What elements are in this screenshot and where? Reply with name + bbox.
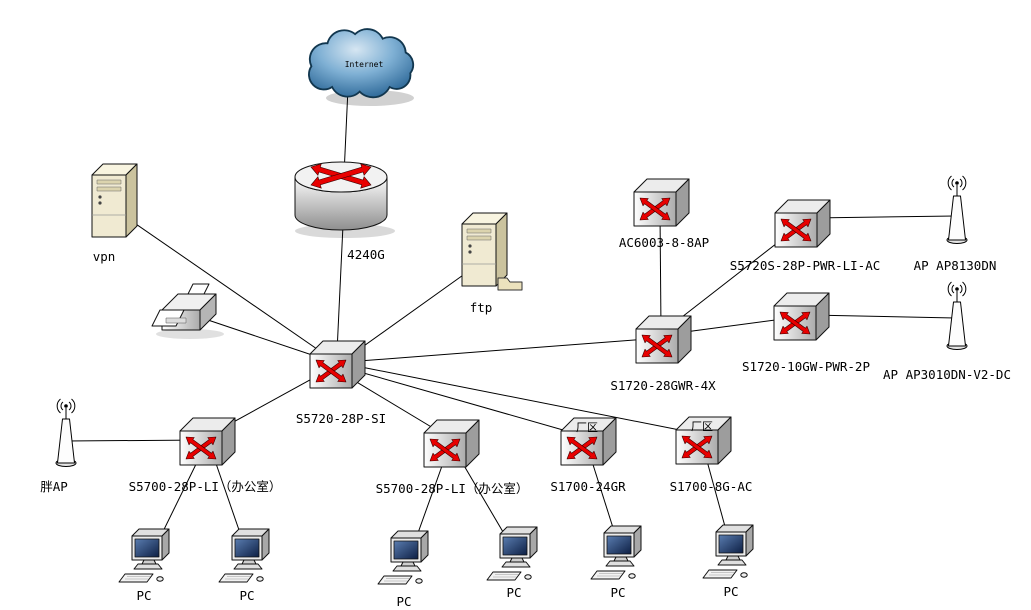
- node-pc4[interactable]: [486, 526, 538, 581]
- link-core-switch-s1720-28gwr-4x[interactable]: [345, 337, 661, 363]
- pc-icon: [486, 526, 538, 581]
- node-ftp-server[interactable]: [461, 212, 523, 291]
- wireless-ap-icon: [946, 175, 968, 244]
- link-ftp-server-core-switch[interactable]: [346, 267, 474, 359]
- node-s1700-8g-ac[interactable]: [675, 416, 732, 465]
- label-pc5: PC: [610, 585, 625, 600]
- label-pc6: PC: [723, 584, 738, 599]
- label-office-switch-1: S5700-28P-LI（办公室）: [129, 479, 282, 494]
- pc-icon: [590, 525, 642, 580]
- pc-icon: [702, 524, 754, 579]
- pc-icon: [218, 528, 270, 583]
- node-printer[interactable]: [151, 283, 224, 339]
- node-core-switch[interactable]: [309, 340, 366, 389]
- switch-icon: [774, 199, 831, 248]
- node-internet[interactable]: [308, 28, 415, 106]
- folder-icon: [497, 277, 523, 291]
- wireless-ap-icon: [946, 281, 968, 350]
- label-pc1: PC: [136, 588, 151, 603]
- node-pc3[interactable]: [377, 530, 429, 585]
- label-pc2: PC: [239, 588, 254, 603]
- wireless-ap-icon: [55, 398, 77, 467]
- label-office-switch-2: S5700-28P-LI（办公室）: [376, 481, 529, 496]
- node-pc1[interactable]: [118, 528, 170, 583]
- zone-label: 厂区: [576, 421, 598, 434]
- node-s5720s-28p-pwr-li-ac[interactable]: [774, 199, 831, 248]
- link-core-switch-office-switch-2[interactable]: [339, 371, 449, 438]
- node-office-switch-1[interactable]: [179, 417, 236, 466]
- label-s5720s-28p-pwr-li-ac: S5720S-28P-PWR-LI-AC: [730, 258, 881, 273]
- link-core-switch-s1700-8g-ac[interactable]: [345, 363, 701, 435]
- switch-icon: [560, 417, 617, 466]
- link-router-4240g-core-switch[interactable]: [336, 224, 344, 353]
- label-ftp-server: ftp: [470, 300, 493, 315]
- switch-icon: [309, 340, 366, 389]
- node-vpn-server[interactable]: [91, 163, 138, 238]
- node-pc2[interactable]: [218, 528, 270, 583]
- node-s1700-24gr[interactable]: [560, 417, 617, 466]
- switch-icon: [675, 416, 732, 465]
- link-s1720-10gw-pwr-2p-ap3010dn[interactable]: [809, 314, 956, 319]
- switch-icon: [423, 419, 480, 468]
- server-icon: [91, 163, 138, 238]
- switch-icon: [635, 315, 692, 364]
- device-nodes: Internet 4240G vpn ftp S5720-28P-SI: [40, 28, 1011, 609]
- link-vpn-server-core-switch[interactable]: [119, 212, 331, 359]
- printer-icon: [151, 283, 224, 339]
- label-s1700-8g-ac: S1700-8G-AC: [670, 479, 753, 494]
- link-printer-core-switch[interactable]: [201, 317, 331, 362]
- internet-cloud-icon: [308, 28, 415, 106]
- label-internet: Internet: [345, 60, 384, 69]
- switch-icon: [773, 292, 830, 341]
- label-ac6003-8-8ap: AC6003-8-8AP: [619, 235, 709, 250]
- link-internet-router-4240g[interactable]: [343, 87, 349, 176]
- zone-label: 厂区: [691, 420, 713, 433]
- pc-icon: [118, 528, 170, 583]
- node-ap3010dn[interactable]: [946, 281, 968, 350]
- node-s1720-10gw-pwr-2p[interactable]: [773, 292, 830, 341]
- link-ac6003-8-8ap-s1720-28gwr-4x[interactable]: [659, 211, 662, 331]
- label-fat-ap: 胖AP: [40, 479, 68, 494]
- label-s1720-10gw-pwr-2p: S1720-10GW-PWR-2P: [742, 359, 870, 374]
- label-ap8130dn: AP AP8130DN: [914, 258, 997, 273]
- node-ac6003-8-8ap[interactable]: [633, 178, 690, 227]
- label-router-4240g: 4240G: [347, 247, 385, 262]
- switch-icon: [633, 178, 690, 227]
- label-ap3010dn: AP AP3010DN-V2-DC: [883, 367, 1011, 382]
- node-ap8130dn[interactable]: [946, 175, 968, 244]
- link-core-switch-s1700-24gr[interactable]: [345, 367, 585, 437]
- node-s1720-28gwr-4x[interactable]: [635, 315, 692, 364]
- label-s1700-24gr: S1700-24GR: [550, 479, 626, 494]
- node-fat-ap[interactable]: [55, 398, 77, 467]
- pc-icon: [377, 530, 429, 585]
- server-icon: [461, 212, 523, 291]
- label-core-switch: S5720-28P-SI: [296, 411, 386, 426]
- node-pc6[interactable]: [702, 524, 754, 579]
- node-pc5[interactable]: [590, 525, 642, 580]
- link-s5720s-28p-pwr-li-ac-ap8130dn[interactable]: [811, 215, 956, 219]
- label-pc4: PC: [506, 585, 521, 600]
- router-icon: [294, 161, 395, 238]
- label-vpn-server: vpn: [93, 249, 116, 264]
- label-pc3: PC: [396, 594, 411, 609]
- switch-icon: [179, 417, 236, 466]
- node-router-4240g[interactable]: [294, 161, 395, 238]
- label-s1720-28gwr-4x: S1720-28GWR-4X: [610, 378, 716, 393]
- node-office-switch-2[interactable]: [423, 419, 480, 468]
